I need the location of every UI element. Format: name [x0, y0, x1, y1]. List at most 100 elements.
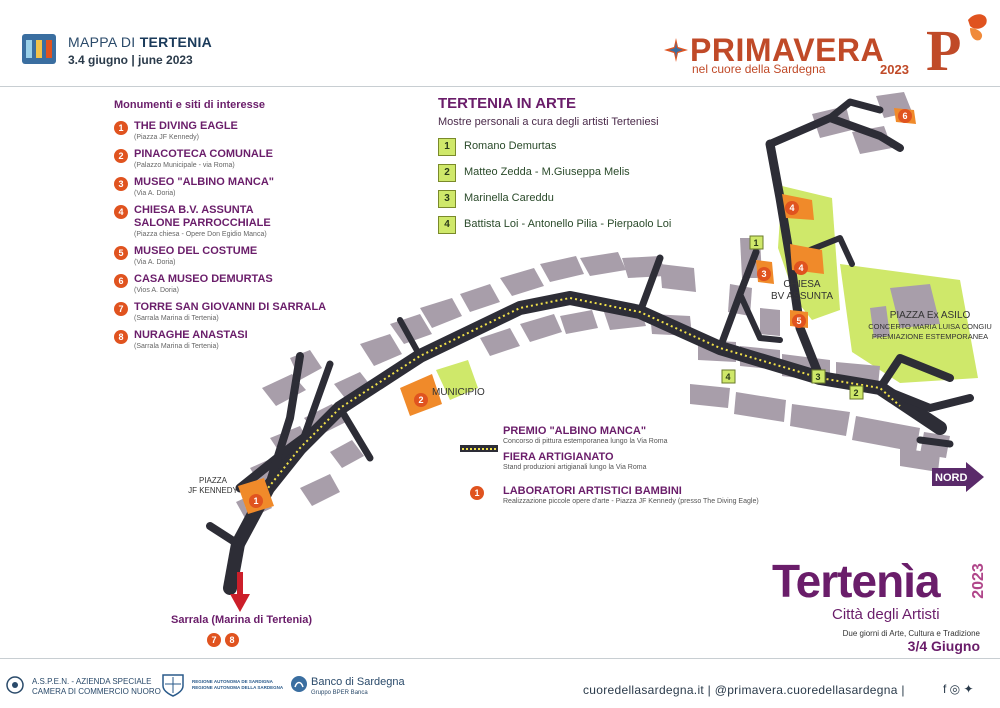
label-chiesa: CHIESA BV ASSUNTA: [770, 279, 834, 302]
legend-route-swatch: [460, 445, 498, 452]
banco-sardegna-sub: Gruppo BPER Banca: [311, 690, 368, 696]
orange-markers: 1 2 3 4 4 5 6: [249, 109, 912, 508]
marker-6: 6: [902, 111, 907, 121]
marker-1: 1: [253, 496, 258, 506]
arte-number: 1: [438, 138, 456, 156]
brand-subtitle: Città degli Artisti: [832, 606, 940, 623]
legend-lab-number: 1: [470, 486, 484, 500]
header: MAPPA DI TERTENIA 3.4 giugno | june 2023…: [0, 0, 1000, 86]
social-icons[interactable]: f ◎ ✦: [943, 682, 974, 696]
roads: [206, 98, 974, 595]
aspen-logo-icon: [6, 676, 24, 694]
marker-4a: 4: [789, 203, 794, 213]
monument-location: (Vios A. Doria): [134, 287, 179, 294]
banco-sardegna-logo-icon: [291, 676, 307, 692]
monument-item[interactable]: 4 CHIESA B.V. ASSUNTA SALONE PARROCCHIAL…: [114, 204, 354, 239]
marker-4b: 4: [798, 263, 803, 273]
brand-description: Due giorni di Arte, Cultura e Tradizione: [842, 629, 980, 638]
monument-location: (Piazza chiesa - Opere Don Egidio Manca): [134, 231, 267, 238]
marker-3: 3: [761, 269, 766, 279]
monument-number: 4: [114, 205, 128, 219]
monument-location: (Piazza JF Kennedy): [134, 134, 199, 141]
arte-title: TERTENIA IN ARTE: [438, 95, 577, 112]
legend-premio-sub: Concorso di pittura estemporanea lungo l…: [503, 438, 668, 445]
brand-year: 2023: [970, 563, 987, 599]
tertenia-logo-icon: [22, 34, 56, 64]
town-map[interactable]: 1 2 3 4 4 5 6 1 2 3 4: [0, 88, 1000, 658]
monument-number: 5: [114, 246, 128, 260]
monument-item[interactable]: 2 PINACOTECA COMUNALE (Palazzo Municipal…: [114, 148, 354, 170]
municipio-green-area: [436, 360, 478, 400]
arte-subtitle: Mostre personali a cura degli artisti Te…: [438, 116, 659, 128]
label-asilo-events: CONCERTO MARIA LUISA CONGIU PREMIAZIONE …: [868, 322, 992, 341]
monument-number: 3: [114, 177, 128, 191]
aspen-line1: A.S.P.E.N. - AZIENDA SPECIALE: [32, 677, 152, 686]
primavera-star-icon: [664, 38, 688, 62]
monument-location: (Sarrala Marina di Tertenia): [134, 343, 219, 350]
map-dates: 3.4 giugno | june 2023: [68, 53, 193, 67]
monument-name: PINACOTECA COMUNALE: [134, 148, 273, 160]
monument-location: (Palazzo Municipale - via Roma): [134, 162, 235, 169]
monument-item[interactable]: 3 MUSEO "ALBINO MANCA" (Via A. Doria): [114, 176, 354, 198]
green-markers: 1 2 3 4: [721, 235, 864, 400]
ras-line1: REGIONE AUTONOMA DE SARDIGNA: [192, 679, 273, 684]
arte-number: 3: [438, 190, 456, 208]
arte-number: 4: [438, 216, 456, 234]
arte-artist: Marinella Careddu: [464, 192, 554, 204]
aspen-text: A.S.P.E.N. - AZIENDA SPECIALE CAMERA DI …: [32, 677, 161, 697]
regione-sardegna-logo-icon: [162, 674, 184, 697]
regione-sardegna-text: REGIONE AUTONOMA DE SARDIGNA REGIONE AUT…: [192, 679, 283, 691]
monument-name: NURAGHE ANASTASI: [134, 329, 248, 341]
arte-artist: Battista Loi - Antonello Pilia - Pierpao…: [464, 218, 672, 230]
monument-item[interactable]: 1 THE DIVING EAGLE (Piazza JF Kennedy): [114, 120, 354, 142]
primavera-title: PRIMAVERA: [690, 32, 885, 68]
monument-item[interactable]: 8 NURAGHE ANASTASI (Sarrala Marina di Te…: [114, 329, 354, 351]
monument-name: CHIESA B.V. ASSUNTA SALONE PARROCCHIALE: [134, 204, 271, 229]
monument-name: MUSEO "ALBINO MANCA": [134, 176, 274, 188]
green-marker-2: 2: [853, 388, 858, 398]
monument-name: THE DIVING EAGLE: [134, 120, 238, 132]
monuments-header: Monumenti e siti di interesse: [114, 99, 265, 111]
brand-title: Tertenìa: [772, 555, 941, 607]
primavera-subtitle: nel cuore della Sardegna: [692, 62, 826, 76]
sarrala-badge: 8: [225, 633, 239, 647]
ras-line2: REGIONE AUTONOMA DELLA SARDEGNA: [192, 685, 284, 690]
north-arrow-icon: [932, 462, 984, 492]
monument-location: (Sarrala Marina di Tertenia): [134, 315, 219, 322]
monument-item[interactable]: 6 CASA MUSEO DEMURTAS (Vios A. Doria): [114, 273, 354, 295]
footer-website[interactable]: cuoredellasardegna.it | @primavera.cuore…: [583, 683, 905, 697]
arte-artist: Romano Demurtas: [464, 140, 557, 152]
monument-number: 6: [114, 274, 128, 288]
primavera-p-butterfly-logo: P: [926, 14, 987, 76]
monument-name: CASA MUSEO DEMURTAS: [134, 273, 273, 285]
legend-fiera-title: FIERA ARTIGIANATO: [503, 451, 614, 463]
monument-item[interactable]: 7 TORRE SAN GIOVANNI DI SARRALA (Sarrala…: [114, 301, 354, 323]
down-arrow-icon: [230, 572, 250, 612]
sarrala-label: Sarrala (Marina di Tertenia): [171, 614, 313, 626]
monument-name: TORRE SAN GIOVANNI DI SARRALA: [134, 301, 327, 313]
label-municipio: MUNICIPIO: [432, 387, 485, 398]
header-divider: [0, 86, 1000, 87]
green-marker-4: 4: [725, 372, 730, 382]
aspen-line2: CAMERA DI COMMERCIO NUORO: [32, 687, 161, 696]
marker-2: 2: [418, 395, 423, 405]
legend-fiera-sub: Stand produzioni artigianali lungo la Vi…: [503, 464, 647, 471]
arte-artist: Matteo Zedda - M.Giuseppa Melis: [464, 166, 630, 178]
monument-number: 1: [114, 121, 128, 135]
nord-label: NORD: [935, 472, 968, 484]
map-title: MAPPA DI TERTENIA: [68, 34, 213, 50]
legend-lab-title: LABORATORI ARTISTICI BAMBINI: [503, 485, 682, 497]
svg-text:P: P: [926, 18, 961, 76]
legend-lab-sub: Realizzazione piccole opere d'arte - Pia…: [503, 498, 759, 505]
green-marker-3: 3: [815, 372, 820, 382]
footer-divider: [0, 658, 1000, 659]
primavera-year: 2023: [880, 62, 909, 77]
monument-item[interactable]: 5 MUSEO DEL COSTUME (Via A. Doria): [114, 245, 354, 267]
monument-number: 2: [114, 149, 128, 163]
green-marker-1: 1: [753, 238, 758, 248]
label-piazza-asilo: PIAZZA Ex ASILO: [889, 310, 971, 321]
legend-premio-title: PREMIO "ALBINO MANCA": [503, 425, 647, 437]
monument-location: (Via A. Doria): [134, 190, 176, 197]
arte-number: 2: [438, 164, 456, 182]
monuments-list: 1 THE DIVING EAGLE (Piazza JF Kennedy) 2…: [114, 120, 354, 357]
